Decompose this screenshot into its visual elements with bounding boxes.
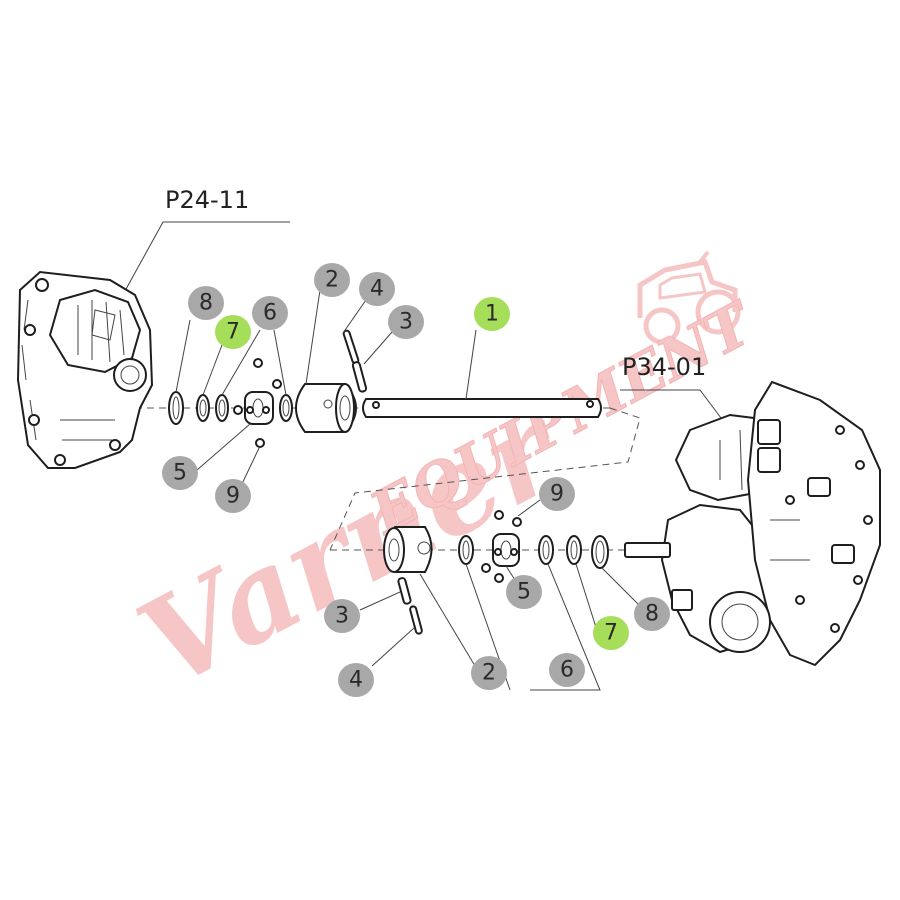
callout-8: 8 [188,286,224,320]
callout-number: 3 [335,604,349,629]
callout-number: 4 [349,668,363,693]
callout-bubble [314,263,350,297]
housing-p24-11 [16,270,154,469]
callout-number: 5 [517,580,531,605]
part-7-washer-lower [566,535,582,565]
callout-bubble [471,656,507,690]
transfer-line [329,407,641,551]
callout-6: 6 [549,653,585,687]
tractor-logo-icon [637,250,741,345]
callout-4: 4 [338,663,374,697]
part-3-roll-pin-lower [397,577,412,605]
part-3-roll-pin-upper [351,361,368,393]
callout-number: 7 [226,320,240,345]
part-8-snap-ring-lower [591,535,609,569]
housing-p34-01 [624,380,881,667]
callout-bubble [252,296,288,330]
callout-number: 2 [482,661,496,686]
callout-5: 5 [506,575,542,609]
callout-number: 9 [550,482,564,507]
part-9-ball-upper [233,358,282,448]
watermark: Varner EQUIPMENT [117,250,767,716]
callout-bubble [388,305,424,339]
callout-7-highlighted: 7 [593,616,629,650]
callout-bubble [359,272,395,306]
part-8-snap-ring-upper [168,391,184,425]
callout-bubble [338,663,374,697]
callout-bubble [215,479,251,513]
ref-leader-p34-01 [620,389,731,431]
callout-number: 9 [226,484,240,509]
part-1-shaft [362,398,602,418]
callout-3: 3 [388,305,424,339]
callout-bubble [474,297,510,331]
part-6-ring-upper-a [215,394,229,422]
callout-number: 7 [604,621,618,646]
ref-label-p34-01: P34-01 [622,353,706,381]
part-2-coupler-lower [383,526,433,573]
callout-8: 8 [634,597,670,631]
part-6-ring-lower-b [538,535,554,565]
ref-label-p24-11: P24-11 [165,186,249,214]
part-2-coupler-upper [294,383,358,433]
callout-bubble [549,653,585,687]
callout-4: 4 [359,272,395,306]
callout-bubble [215,315,251,349]
callout-number: 2 [325,268,339,293]
callout-1-highlighted: 1 [474,297,510,331]
part-5-hub-lower [492,533,520,567]
callout-2: 2 [471,656,507,690]
callout-7-highlighted: 7 [215,315,251,349]
part-4-roll-pin-upper [342,329,360,365]
callout-number: 6 [560,658,574,683]
callout-number: 6 [263,301,277,326]
callout-9: 9 [215,479,251,513]
callout-bubble [539,477,575,511]
callout-2: 2 [314,263,350,297]
callout-6: 6 [252,296,288,330]
callout-3: 3 [324,599,360,633]
part-9-ball-lower [481,510,522,583]
ref-leader-p24-11 [119,221,290,301]
part-4-roll-pin-lower [409,605,423,635]
callout-number: 8 [645,602,659,627]
callout-9: 9 [539,477,575,511]
callout-number: 3 [399,310,413,335]
callout-bubble [634,597,670,631]
callout-bubble [506,575,542,609]
callout-number: 4 [370,277,384,302]
part-5-hub-upper [244,391,274,425]
callout-bubble [188,286,224,320]
callout-number: 1 [485,302,499,327]
part-6-ring-upper-b [279,394,293,422]
callout-bubble [324,599,360,633]
part-7-washer-upper [196,394,210,422]
callout-5: 5 [162,456,198,490]
callout-bubble [162,456,198,490]
part-6-ring-lower-a [458,535,474,565]
callout-number: 8 [199,291,213,316]
callout-bubble [593,616,629,650]
callout-number: 5 [173,461,187,486]
